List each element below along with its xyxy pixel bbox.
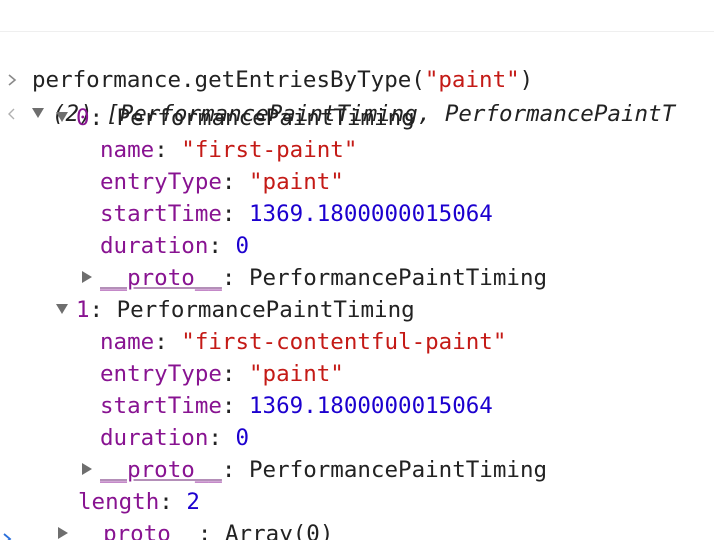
console-prompt-chevron-icon[interactable]: [2, 526, 12, 540]
console-input-line[interactable]: performance.getEntriesByType("paint"): [0, 0, 714, 93]
property-key: duration: [100, 425, 209, 451]
entry-type-name: PerformancePaintTiming: [116, 297, 415, 323]
triangle-right-icon[interactable]: [58, 526, 68, 539]
property-value: "first-contentful-paint": [181, 329, 507, 355]
proto-key: __proto__: [76, 521, 198, 540]
entry-0-proto-row[interactable]: __proto__: PerformancePaintTiming: [0, 230, 547, 291]
triangle-right-icon[interactable]: [82, 270, 92, 283]
chevron-right-icon: [0, 64, 24, 96]
triangle-right-icon[interactable]: [82, 462, 92, 475]
entry-1-entrytype-row: entryType: "paint": [100, 361, 344, 387]
property-value: 1369.1800000015064: [249, 393, 493, 419]
property-key: name: [100, 137, 155, 163]
entry-1-header[interactable]: 1: PerformancePaintTiming: [0, 262, 415, 323]
entry-0-header[interactable]: 0: PerformancePaintTiming: [0, 70, 415, 131]
property-value: 0: [235, 233, 250, 259]
entry-index: 1: [76, 297, 90, 323]
array-summary[interactable]: (2) [PerformancePaintTiming, Performance…: [32, 98, 675, 130]
property-value: "paint": [249, 169, 344, 195]
return-arrow-icon: [0, 98, 24, 130]
triangle-down-icon[interactable]: [56, 111, 68, 122]
console-command: performance.getEntriesByType("paint"): [32, 64, 533, 96]
entry-1-duration-row: duration: 0: [100, 425, 250, 451]
triangle-down-icon[interactable]: [56, 303, 68, 314]
array-length-row: length: 2: [78, 489, 200, 515]
property-key: startTime: [100, 393, 222, 419]
command-close-paren: ): [519, 67, 534, 93]
entry-1-proto-row[interactable]: __proto__: PerformancePaintTiming: [0, 422, 547, 483]
entry-type-name: PerformancePaintTiming: [116, 105, 415, 131]
property-key: entryType: [100, 169, 222, 195]
property-key: duration: [100, 233, 209, 259]
proto-key: __proto__: [100, 457, 222, 483]
command-call: performance.getEntriesByType(: [32, 67, 425, 93]
array-proto-row[interactable]: __proto__: Array(0): [0, 486, 333, 540]
console-divider: [0, 31, 714, 32]
array-preview: PerformancePaintTiming, PerformancePaint…: [119, 101, 676, 127]
console-result-line[interactable]: (2) [PerformancePaintTiming, Performance…: [0, 34, 714, 127]
entry-0-entrytype-row: entryType: "paint": [100, 169, 344, 195]
property-value: 1369.1800000015064: [249, 201, 493, 227]
proto-value: Array(0): [225, 521, 334, 540]
entry-0-starttime-row: startTime: 1369.1800000015064: [100, 201, 493, 227]
entry-index: 0: [76, 105, 90, 131]
array-count: (2) [: [52, 101, 120, 127]
length-value: 2: [186, 489, 200, 515]
command-argument: "paint": [424, 67, 520, 93]
entry-1-name-row: name: "first-contentful-paint": [100, 329, 507, 355]
entry-1-starttime-row: startTime: 1369.1800000015064: [100, 393, 493, 419]
triangle-down-icon[interactable]: [32, 107, 44, 118]
length-key: length: [78, 489, 160, 515]
property-key: name: [100, 329, 155, 355]
proto-value: PerformancePaintTiming: [249, 265, 548, 291]
property-value: 0: [235, 425, 250, 451]
entry-0-duration-row: duration: 0: [100, 233, 250, 259]
property-key: entryType: [100, 361, 222, 387]
property-value: "first-paint": [181, 137, 358, 163]
property-value: "paint": [249, 361, 344, 387]
proto-key: __proto__: [100, 265, 222, 291]
entry-0-name-row: name: "first-paint": [100, 137, 358, 163]
property-key: startTime: [100, 201, 222, 227]
proto-value: PerformancePaintTiming: [249, 457, 548, 483]
